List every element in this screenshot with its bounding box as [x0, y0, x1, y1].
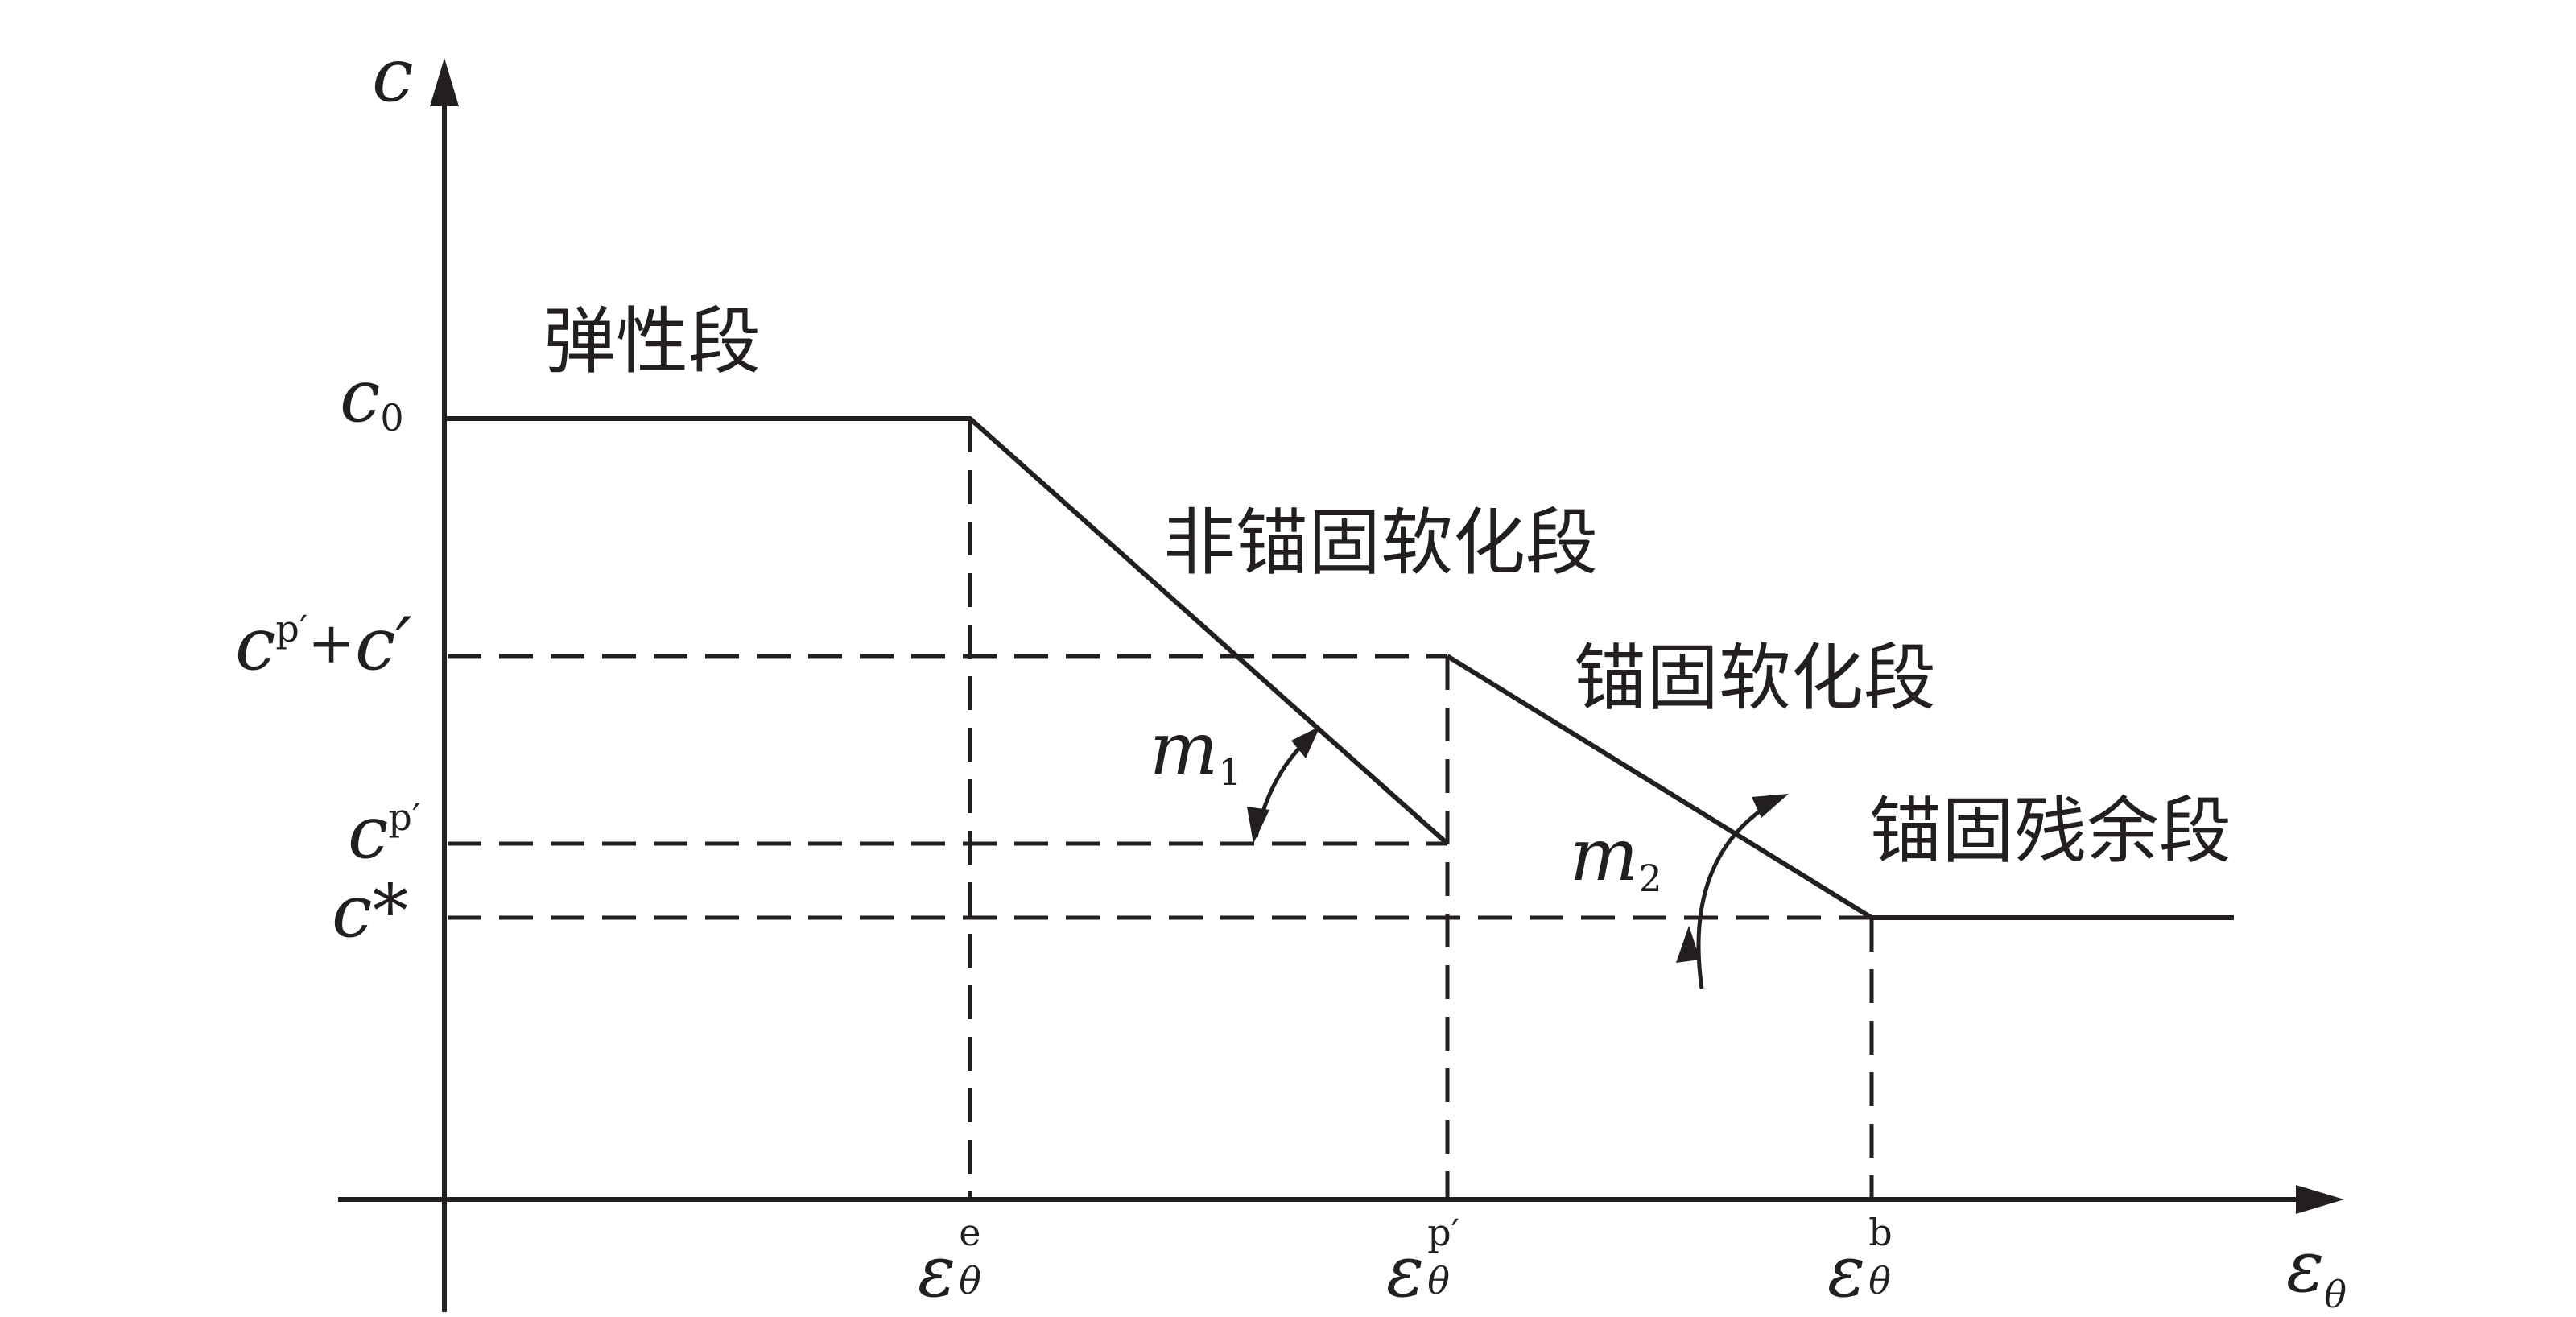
x-axis-arrow — [2296, 1185, 2344, 1214]
curve-anchored — [1446, 654, 2234, 920]
x-axis-label: εθ — [2286, 1225, 2347, 1316]
y-label-cstar: c* — [332, 869, 409, 954]
y-label-cp-plus: cp′+c′ — [235, 602, 412, 687]
m2-arc-icon — [1696, 796, 1781, 989]
slope-label-m1: m1 — [1150, 707, 1242, 794]
y-label-c0: c0 — [340, 354, 404, 440]
segment-label-non-anchored-softening: 非锚固软化段 — [1163, 501, 1598, 585]
segment-label-elastic: 弹性段 — [543, 299, 761, 384]
curve-non-anchored — [444, 416, 1449, 846]
segment-label-anchored-residual: 锚固残余段 — [1869, 789, 2231, 873]
m1-arrow-top-icon — [1291, 726, 1320, 758]
y-label-cp: cp′ — [348, 791, 421, 875]
m2-arrow-bottom-icon — [1676, 926, 1700, 963]
segment-label-anchored-softening: 锚固软化段 — [1574, 636, 1936, 720]
m2-arrow-top-icon — [1752, 794, 1789, 818]
slope-label-m2: m2 — [1570, 813, 1662, 900]
y-axis-label: c — [372, 32, 414, 118]
y-axis-arrow — [430, 58, 459, 106]
dashed-guides — [448, 419, 1874, 1199]
m1-arrow-bottom-icon — [1247, 807, 1269, 844]
